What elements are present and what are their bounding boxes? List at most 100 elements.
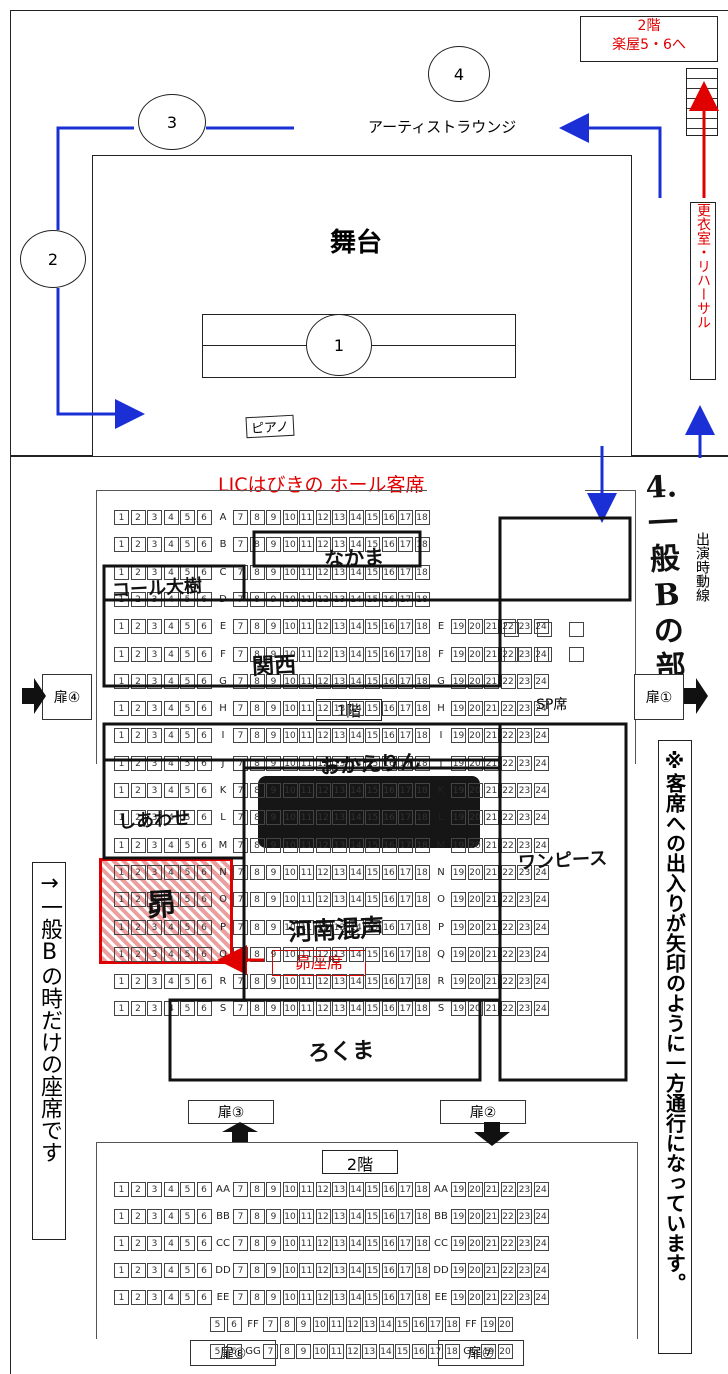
seat: 15 xyxy=(395,1344,410,1359)
seat: 11 xyxy=(299,646,314,662)
seat: 8 xyxy=(249,1209,265,1224)
seat: 10 xyxy=(312,1344,328,1359)
seat: 6 xyxy=(196,1263,212,1278)
seat: 23 xyxy=(517,673,532,689)
seat: 15 xyxy=(365,1263,380,1278)
seat: 5 xyxy=(180,974,195,990)
seat: 3 xyxy=(147,510,162,525)
seat: 7 xyxy=(233,1001,248,1017)
seat: 9 xyxy=(266,1209,281,1224)
row-label: GG xyxy=(463,1346,479,1357)
seat: 16 xyxy=(381,1209,397,1224)
seat: 18 xyxy=(414,510,430,525)
seat: 16 xyxy=(381,919,397,935)
seat: 21 xyxy=(484,701,499,717)
seat: 16 xyxy=(381,646,397,662)
seat: 9 xyxy=(266,864,281,880)
seat: 1 xyxy=(114,619,129,635)
left-side-note: →一般Bの時だけの座席です xyxy=(32,862,66,1240)
seat: 1 xyxy=(114,1182,129,1197)
seat: 6 xyxy=(196,701,212,717)
seat: 5 xyxy=(180,510,195,525)
seat: 7 xyxy=(233,619,248,635)
seat: 6 xyxy=(196,810,212,826)
seat: 21 xyxy=(484,1209,499,1224)
main-hall-sides xyxy=(96,724,636,764)
seat: 3 xyxy=(147,892,162,908)
seat: 2 xyxy=(130,974,146,990)
seat: 13 xyxy=(332,646,347,662)
seat: 24 xyxy=(533,919,549,935)
seat: 15 xyxy=(365,1001,380,1017)
seat: 24 xyxy=(533,810,549,826)
seat: 7 xyxy=(233,673,248,689)
seat: 20 xyxy=(467,646,483,662)
seat: 4 xyxy=(163,728,179,744)
seat: 14 xyxy=(348,646,364,662)
seat: 12 xyxy=(315,673,331,689)
floor2-note-line2: 楽屋5・6へ xyxy=(612,37,686,53)
seat: 8 xyxy=(279,1344,295,1359)
seat: 7 xyxy=(233,1290,248,1305)
seat: 2 xyxy=(130,1001,146,1017)
seat: 19 xyxy=(451,810,466,826)
seat: 13 xyxy=(362,1317,377,1332)
seat: 14 xyxy=(348,619,364,635)
seat: 16 xyxy=(381,974,397,990)
seat: 15 xyxy=(365,919,380,935)
seat: 17 xyxy=(428,1344,443,1359)
seat: 13 xyxy=(332,510,347,525)
floor2-dressing-note: 2階 楽屋5・6へ xyxy=(580,16,718,62)
seat: 5 xyxy=(180,673,195,689)
seat: 23 xyxy=(517,728,532,744)
seat: 2 xyxy=(130,946,146,962)
seat: 9 xyxy=(296,1317,311,1332)
seat: 10 xyxy=(282,1236,298,1251)
row-label: EE xyxy=(216,1292,230,1303)
seat: 8 xyxy=(249,810,265,826)
seat: 19 xyxy=(451,755,466,771)
door-arrows xyxy=(22,678,708,1146)
row-label: J xyxy=(221,757,225,769)
row-label: S xyxy=(219,1003,227,1015)
seat: 5 xyxy=(180,892,195,908)
marker-circle-1: 1 xyxy=(306,314,372,376)
row-label: J xyxy=(439,757,443,769)
seat: 7 xyxy=(233,783,248,798)
seat: 13 xyxy=(332,1001,347,1017)
seat: 19 xyxy=(451,864,466,880)
seat: 9 xyxy=(266,1236,281,1251)
seat: 13 xyxy=(332,1236,347,1251)
seat: 2 xyxy=(130,537,146,553)
seat: 22 xyxy=(500,1290,516,1305)
seat: 5 xyxy=(180,646,195,662)
seat: 17 xyxy=(398,864,413,880)
seat: 17 xyxy=(398,974,413,990)
seat: 20 xyxy=(497,1344,513,1359)
seat: 9 xyxy=(266,619,281,635)
seat: 16 xyxy=(411,1317,427,1332)
seat: 1 xyxy=(114,510,129,525)
marker-circle-3: 3 xyxy=(138,94,206,150)
row-label: CC xyxy=(434,1238,448,1249)
seat: 13 xyxy=(332,919,347,935)
seat: 24 xyxy=(533,1236,549,1251)
seat: 15 xyxy=(395,1317,410,1332)
floor2-outline xyxy=(96,1142,638,1339)
seat: 18 xyxy=(414,864,430,880)
row-label: M xyxy=(218,839,228,851)
seat: 24 xyxy=(533,619,549,635)
seat: 24 xyxy=(533,728,549,744)
seat: 11 xyxy=(299,728,314,744)
seat: 13 xyxy=(332,837,347,853)
seat: 12 xyxy=(315,864,331,880)
seat: 12 xyxy=(315,974,331,990)
seat: 12 xyxy=(315,892,331,908)
seat: 20 xyxy=(467,1001,483,1017)
seat: 8 xyxy=(279,1317,295,1332)
